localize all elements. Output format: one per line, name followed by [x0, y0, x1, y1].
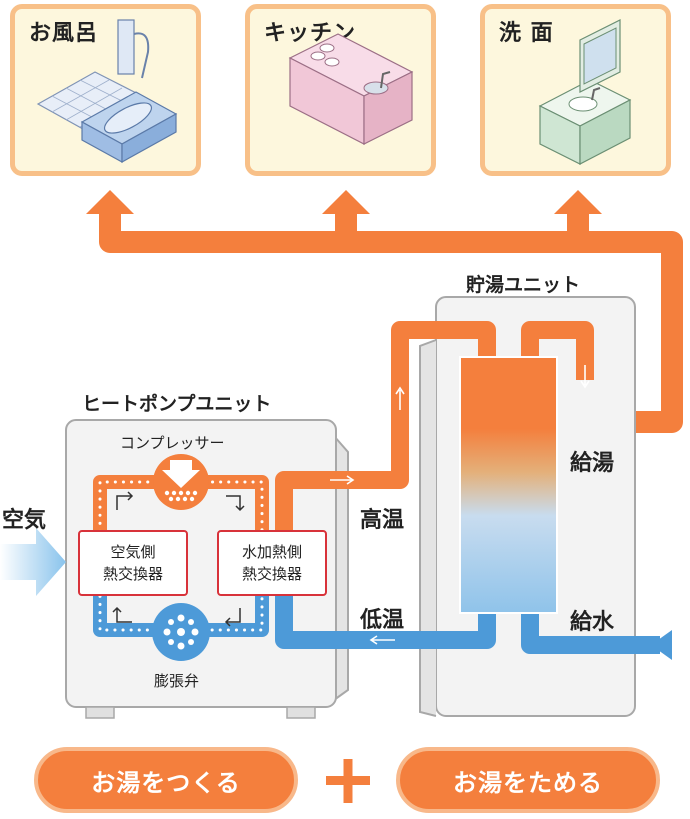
make-hot-water-badge: お湯をつくる [34, 747, 298, 813]
hot-water-tank [459, 356, 558, 614]
air-side-heat-exchanger: 空気側 熱交換器 [78, 530, 188, 596]
water-exchanger-line1: 水加熱側 [241, 543, 302, 561]
water-supply-arrow-icon [651, 630, 672, 660]
expansion-valve-icon [152, 603, 210, 661]
store-hot-water-badge: お湯をためる [396, 747, 660, 813]
air-exchanger-line1: 空気側 [110, 543, 156, 561]
air-exchanger-line2: 熱交換器 [102, 565, 163, 583]
hot-supply-pipe [521, 321, 594, 380]
storage-unit-title: 貯湯ユニット [466, 274, 581, 296]
compressor-label: コンプレッサー [120, 434, 225, 452]
arrow-up-bath-icon [86, 190, 134, 214]
arrow-up-kitchen-icon [322, 190, 370, 214]
room-card-washroom: 洗 面 [480, 4, 671, 176]
room-title-washroom: 洗 面 [499, 21, 554, 46]
water-side-heat-exchanger: 水加熱側 熱交換器 [217, 530, 327, 596]
air-label: 空気 [2, 508, 47, 533]
water-supply-pipe [521, 610, 660, 654]
room-title-kitchen: キッチン [264, 21, 357, 46]
air-intake-arrow-icon [0, 528, 66, 596]
heat-pump-unit-title: ヒートポンプユニット [82, 393, 272, 415]
room-card-bath: お風呂 [10, 4, 201, 176]
high-temp-label: 高温 [360, 508, 405, 533]
plus-icon [326, 759, 370, 803]
room-title-bath: お風呂 [29, 21, 99, 46]
water-supply-label: 給水 [570, 610, 615, 635]
water-exchanger-line2: 熱交換器 [241, 565, 302, 583]
compressor-icon [153, 454, 209, 510]
flow-arrows [330, 365, 590, 645]
store-hot-water-text: お湯をためる [453, 768, 603, 797]
hot-supply-label: 給湯 [570, 451, 615, 476]
make-hot-water-text: お湯をつくる [91, 768, 241, 797]
room-card-kitchen: キッチン [245, 4, 436, 176]
low-temp-label: 低温 [360, 608, 405, 633]
expansion-valve-label: 膨張弁 [154, 672, 200, 690]
arrow-up-washroom-icon [554, 190, 602, 214]
